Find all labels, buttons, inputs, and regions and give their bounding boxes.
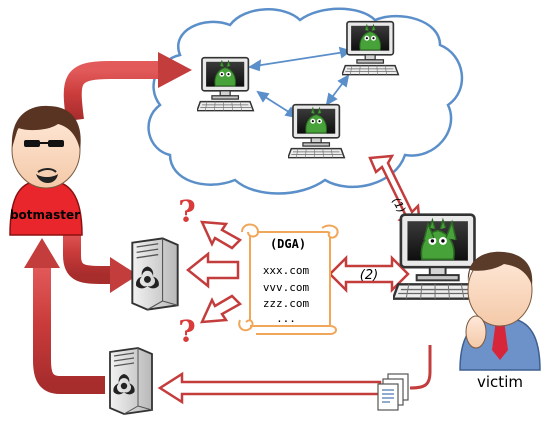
victim-monster-head-icon [423, 219, 457, 241]
p2p-cloud [147, 7, 464, 195]
step2-arrow [328, 254, 410, 294]
question-mark-icon [178, 316, 196, 348]
bot-computer-icon [288, 103, 346, 159]
biohazard-server-icon [131, 237, 179, 311]
peer-arrows [247, 46, 352, 119]
command-arrow-to-server [63, 230, 138, 293]
bot-computer-icon [197, 56, 255, 112]
botmaster-avatar [9, 105, 83, 236]
scroll-domain: zzz.com [263, 297, 310, 310]
victim-avatar [459, 251, 541, 371]
scroll-domain: ... [276, 312, 296, 325]
command-arrow-to-cloud [63, 52, 192, 122]
scroll-title: (DGA) [270, 237, 306, 251]
victim-label: victim [477, 373, 523, 391]
exfil-arrow-from-victim [157, 345, 432, 405]
biohazard-server-icon [109, 347, 153, 415]
documents-icon [377, 373, 409, 411]
step2-label: (2) [360, 268, 378, 283]
dga-scroll [238, 223, 339, 335]
exfil-arrow-to-botmaster [24, 238, 105, 394]
question-mark-icon [178, 196, 196, 228]
scroll-domain: vvv.com [263, 281, 310, 294]
bot-computer-icon [342, 20, 400, 76]
dga-lookup-arrows [185, 220, 243, 324]
step1-label: (1) [389, 195, 408, 215]
botmaster-label: botmaster [10, 208, 80, 222]
scroll-domain: xxx.com [263, 264, 310, 277]
